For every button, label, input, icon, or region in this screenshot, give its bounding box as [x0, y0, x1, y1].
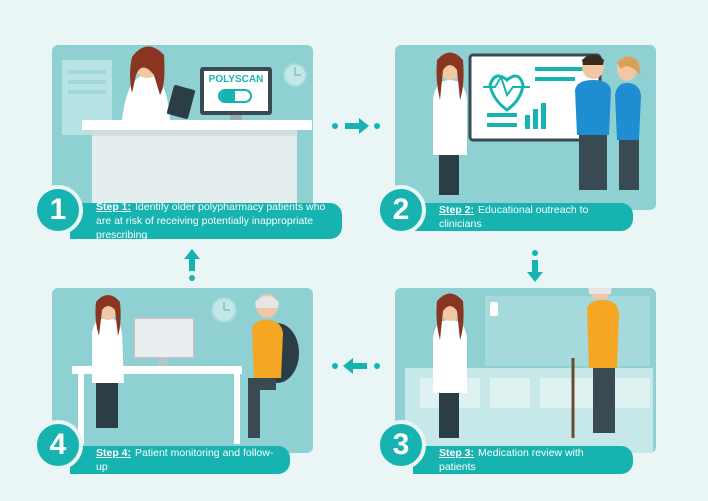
step3-illustration: [395, 288, 656, 453]
step4-text: Patient monitoring and follow-up: [96, 447, 274, 473]
step1-caption: Step 1:Identify older polypharmacy patie…: [70, 201, 342, 241]
step2-number: 2: [376, 185, 426, 235]
pill-icon: [218, 89, 252, 103]
step4-number: 4: [33, 420, 83, 470]
step2-illustration: [395, 45, 656, 210]
step3-label: Step 3:: [439, 447, 475, 459]
step1-number: 1: [33, 185, 83, 235]
step3-text: Medication review with patients: [439, 447, 584, 473]
step3-caption: Step 3:Medication review with patients: [413, 446, 633, 474]
step1-text: Identify older polypharmacy patients who…: [96, 201, 326, 241]
arrow-down-icon: [524, 250, 546, 286]
step4-illustration: [52, 288, 313, 453]
step2-text: Educational outreach to clinicians: [439, 204, 589, 230]
step4-label: Step 4:: [96, 447, 132, 459]
step4-caption: Step 4:Patient monitoring and follow-up: [70, 446, 290, 474]
step1-label: Step 1:: [96, 201, 132, 213]
step1-illustration: [52, 45, 313, 210]
monitor-brand-text: POLYSCAN: [208, 74, 264, 85]
step2-label: Step 2:: [439, 204, 475, 216]
arrow-up-icon: [181, 245, 203, 281]
arrow-right-icon: [331, 115, 381, 137]
step2-caption: Step 2:Educational outreach to clinician…: [413, 203, 633, 231]
step3-number: 3: [376, 420, 426, 470]
arrow-left-icon: [331, 355, 381, 377]
